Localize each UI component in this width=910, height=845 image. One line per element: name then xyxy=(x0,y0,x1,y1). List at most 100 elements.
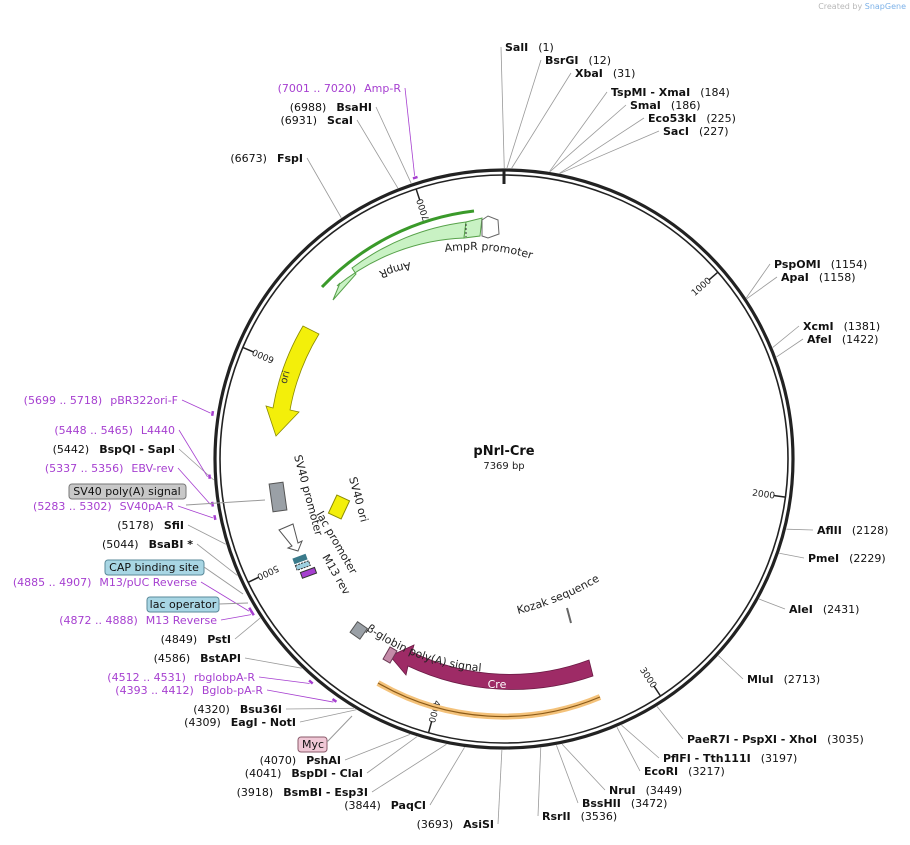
site-line xyxy=(234,617,261,640)
svg-text:SV40 poly(A) signal: SV40 poly(A) signal xyxy=(73,485,180,498)
tick-mark xyxy=(708,271,719,281)
sv40-polyA-box[interactable] xyxy=(268,481,288,513)
primer-mark xyxy=(308,679,314,685)
primer-label[interactable]: (5699 .. 5718)pBR322ori-F xyxy=(24,394,178,407)
primer-label[interactable]: (7001 .. 7020)Amp-R xyxy=(278,82,402,95)
primer-label[interactable]: (4872 .. 4888)M13 Reverse xyxy=(59,614,217,627)
sv40-ori-feature[interactable]: SV40 ori xyxy=(327,475,371,524)
site-label[interactable]: XcmI(1381) xyxy=(803,320,880,333)
primer-mark xyxy=(210,501,215,507)
primer-label[interactable]: (4885 .. 4907)M13/pUC Reverse xyxy=(13,576,197,589)
site-label[interactable]: (4586)BstAPI xyxy=(154,652,241,665)
primer-label[interactable]: (5337 .. 5356)EBV-rev xyxy=(45,462,175,475)
site-label[interactable]: (4320)Bsu36I xyxy=(193,703,282,716)
site-label[interactable]: (6988)BsaHI xyxy=(290,101,372,114)
site-label[interactable]: AflII(2128) xyxy=(817,524,888,537)
svg-text:Myc: Myc xyxy=(302,738,324,751)
site-line xyxy=(506,59,542,169)
ampr-label: AmpR xyxy=(377,259,412,281)
tick-mark xyxy=(653,685,662,697)
tick-label: 6000 xyxy=(251,346,276,364)
site-label[interactable]: AfeI(1422) xyxy=(807,333,878,346)
site-label[interactable]: PspOMI(1154) xyxy=(774,258,867,271)
tick-mark xyxy=(415,188,421,201)
kozak-feature[interactable]: Kozak sequence xyxy=(516,572,602,624)
lac-cluster[interactable]: lac promoter M13 rev xyxy=(292,509,360,597)
primer-mark xyxy=(248,607,254,614)
ampr-feature[interactable]: AmpR AmpR promoter xyxy=(320,209,535,301)
site-label[interactable]: (4070)PshAI xyxy=(260,754,341,767)
primer-label[interactable]: (5448 .. 5465)L4440 xyxy=(54,424,175,437)
site-label[interactable]: SalI(1) xyxy=(505,41,554,54)
site-label[interactable]: NruI(3449) xyxy=(609,784,682,797)
site-line xyxy=(779,552,805,559)
ori-feature[interactable]: ori xyxy=(265,325,320,437)
site-label[interactable]: BssHII(3472) xyxy=(582,797,667,810)
primer-label[interactable]: (4393 .. 4412)Bglob-pA-R xyxy=(115,684,263,697)
site-label[interactable]: PaeR7I - PspXI - XhoI(3035) xyxy=(687,733,864,746)
tick-mark xyxy=(242,346,255,353)
cap-binding-tag: CAP binding site xyxy=(104,559,244,595)
site-line xyxy=(549,91,608,172)
primer-line xyxy=(177,505,214,519)
primer-line xyxy=(178,429,208,477)
site-label[interactable]: ApaI(1158) xyxy=(781,271,855,284)
site-label[interactable]: TspMI - XmaI(184) xyxy=(611,86,730,99)
site-label[interactable]: (4309)EagI - NotI xyxy=(184,716,296,729)
site-line xyxy=(306,157,342,218)
site-label[interactable]: XbaI(31) xyxy=(575,67,635,80)
site-label[interactable]: MluI(2713) xyxy=(747,673,820,686)
cre-feature[interactable]: Cre xyxy=(376,644,602,720)
plasmid-size: 7369 bp xyxy=(483,461,524,472)
site-label[interactable]: RsrII(3536) xyxy=(542,810,617,823)
site-label[interactable]: PflFI - Tth111I(3197) xyxy=(663,752,797,765)
site-label[interactable]: EcoRI(3217) xyxy=(644,765,725,778)
site-line xyxy=(511,72,572,169)
site-label[interactable]: (5044)BsaBI * xyxy=(102,538,193,551)
plasmid-name: pNrl-Cre xyxy=(473,444,534,459)
svg-text:CAP binding site: CAP binding site xyxy=(109,561,199,574)
primer-line xyxy=(200,581,250,612)
site-line xyxy=(196,543,238,576)
primer-labels: (7001 .. 7020)Amp-R (5699 .. 5718)pBR322o… xyxy=(13,82,402,697)
site-line xyxy=(356,119,399,189)
sv40-ori-label: SV40 ori xyxy=(346,475,371,523)
site-line xyxy=(537,747,542,817)
sv40-polyA-tag: SV40 poly(A) signal xyxy=(68,483,266,506)
primer-mark xyxy=(331,698,338,703)
primer-label[interactable]: (4512 .. 4531)rbglobpA-R xyxy=(107,671,255,684)
tick-mark xyxy=(773,494,786,498)
tick-mark xyxy=(427,721,433,733)
ampr-promoter-arrow xyxy=(463,217,483,239)
site-line xyxy=(366,736,418,774)
site-line xyxy=(375,106,412,184)
site-label[interactable]: (5442)BspQI - SapI xyxy=(53,443,175,456)
site-label[interactable]: (4849)PstI xyxy=(161,633,231,646)
primer-label[interactable]: (5283 .. 5302)SV40pA-R xyxy=(33,500,174,513)
site-label[interactable]: SmaI(186) xyxy=(630,99,701,112)
site-line xyxy=(758,598,786,610)
site-label[interactable]: (5178)SfiI xyxy=(117,519,184,532)
boxed-labels: SV40 poly(A) signal CAP binding site lac… xyxy=(68,483,353,753)
primer-line xyxy=(177,467,211,505)
site-label[interactable]: (6931)ScaI xyxy=(280,114,353,127)
site-label[interactable]: PmeI(2229) xyxy=(808,552,886,565)
site-label[interactable]: AleI(2431) xyxy=(789,603,859,616)
site-line xyxy=(559,117,645,174)
primer-mark xyxy=(213,514,217,521)
site-label[interactable]: (3918)BsmBI - Esp3I xyxy=(237,786,368,799)
site-label[interactable]: (3693)AsiSI xyxy=(417,818,494,831)
site-label[interactable]: (6673)FspI xyxy=(230,152,303,165)
polyA-box[interactable] xyxy=(349,620,369,640)
site-label[interactable]: Eco53kI(225) xyxy=(648,112,736,125)
site-line xyxy=(786,528,814,531)
primer-line xyxy=(404,87,416,176)
site-label[interactable]: (3844)PaqCI xyxy=(344,799,426,812)
site-label[interactable]: BsrGI(12) xyxy=(545,54,611,67)
ampr-promoter-label: AmpR promoter xyxy=(444,240,535,262)
site-line xyxy=(656,706,684,740)
site-label[interactable]: (4041)BspDI - ClaI xyxy=(245,767,363,780)
site-line xyxy=(429,747,465,806)
site-label[interactable]: SacI(227) xyxy=(663,125,729,138)
